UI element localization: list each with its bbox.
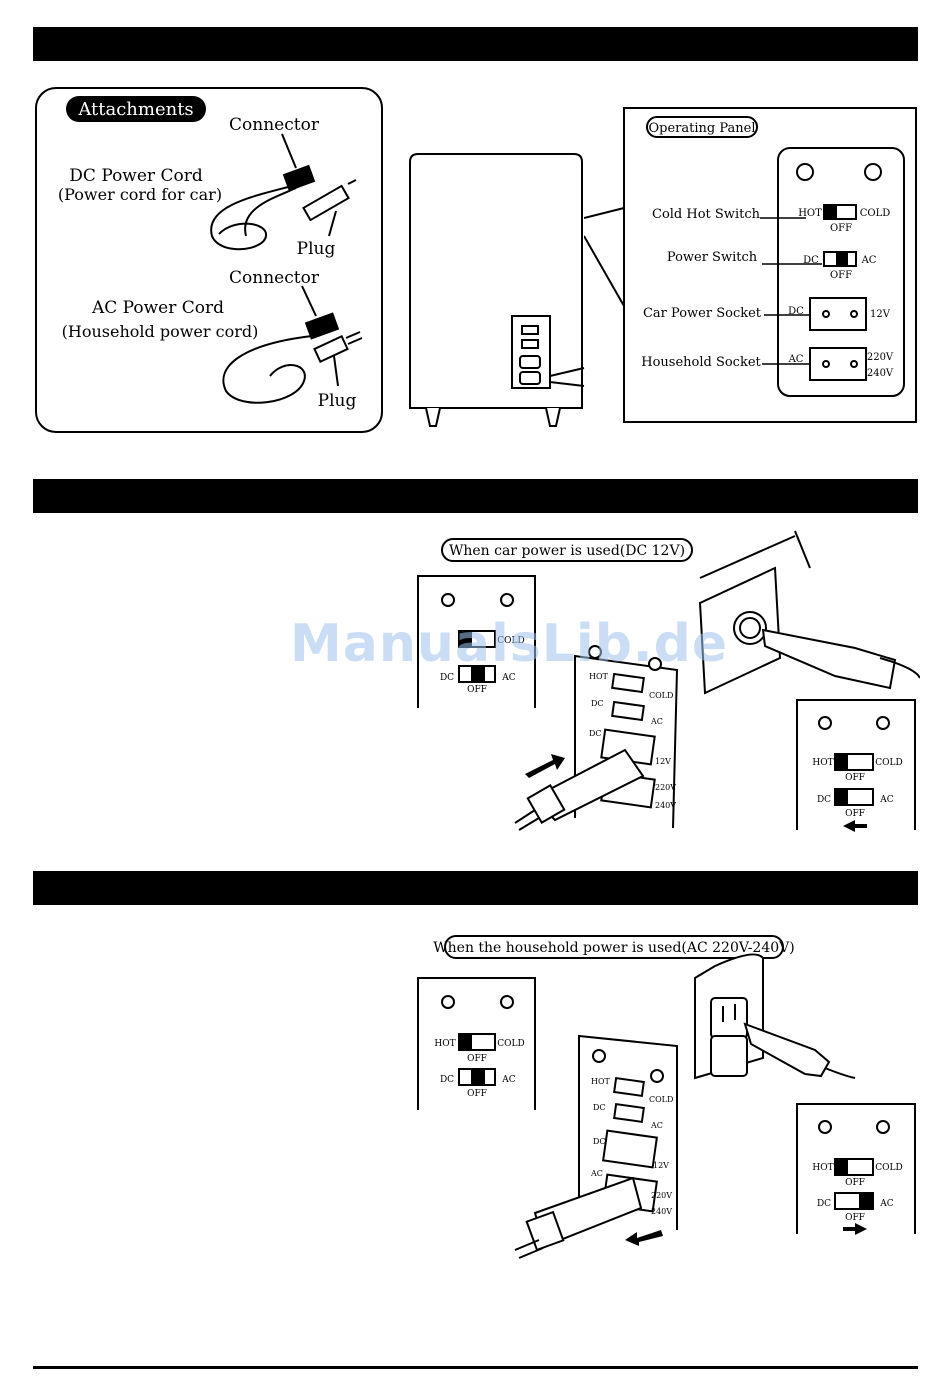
- svg-text:12V: 12V: [870, 309, 891, 320]
- svg-text:HOT: HOT: [591, 1077, 611, 1086]
- operating-panel-figure: Operating Panel Cold Hot Switch Power Sw…: [584, 107, 917, 423]
- car-left-panel: DC AC OFF COLD: [417, 575, 536, 708]
- svg-text:DC: DC: [440, 1075, 454, 1085]
- svg-text:OFF: OFF: [845, 809, 865, 819]
- ac-cord-illustration: [222, 285, 363, 404]
- svg-text:HOT: HOT: [812, 1163, 833, 1173]
- dc-plug-label: Plug: [297, 239, 336, 259]
- svg-text:OFF: OFF: [845, 1213, 865, 1223]
- svg-text:AC: AC: [501, 673, 515, 683]
- svg-text:220V: 220V: [651, 1191, 672, 1200]
- svg-text:12V: 12V: [653, 1161, 669, 1170]
- svg-text:DC: DC: [817, 795, 831, 805]
- household-right-panel: HOT COLD OFF DC AC OFF: [796, 1103, 916, 1235]
- fridge-illustration: [409, 153, 585, 427]
- svg-text:240V: 240V: [655, 801, 676, 810]
- car-middle-panel: HOT COLD DC AC DC 12V 220V 240V: [514, 645, 679, 831]
- car-power-caption: When car power is used(DC 12V): [449, 543, 685, 559]
- dc-connector-label: Connector: [229, 115, 320, 135]
- attachments-title: Attachments: [77, 99, 193, 120]
- ac-cord-name: AC Power Cord: [91, 298, 224, 318]
- car-power-socket-label: Car Power Socket: [643, 306, 762, 321]
- svg-text:AC: AC: [501, 1075, 515, 1085]
- svg-text:COLD: COLD: [875, 758, 902, 768]
- attachments-figure: Attachments Connector DC Power Cord (Pow…: [35, 87, 383, 433]
- car-socket-illustration: [698, 530, 920, 695]
- svg-text:OFF: OFF: [467, 685, 487, 695]
- ac-plug-label: Plug: [318, 391, 357, 411]
- svg-text:DC: DC: [788, 306, 804, 317]
- household-socket-label: Household Socket: [641, 355, 761, 370]
- household-power-figure: When the household power is used(AC 220V…: [417, 935, 916, 1259]
- svg-text:COLD: COLD: [860, 208, 891, 219]
- svg-text:OFF: OFF: [467, 1089, 487, 1099]
- svg-text:HOT: HOT: [589, 672, 609, 681]
- household-middle-panel: HOT COLD DC AC DC 12V AC 220V 240V: [514, 1034, 678, 1259]
- household-left-panel: HOT COLD OFF DC AC OFF: [417, 977, 536, 1110]
- power-switch-label: Power Switch: [667, 250, 758, 265]
- svg-text:240V: 240V: [867, 368, 894, 379]
- ac-cord-sub: (Household power cord): [62, 322, 259, 341]
- section-header-bar-2: [33, 479, 918, 513]
- car-power-figure: When car power is used(DC 12V) DC AC OFF…: [417, 530, 920, 832]
- svg-text:AC: AC: [650, 1121, 663, 1130]
- svg-text:COLD: COLD: [497, 636, 524, 646]
- watermark: ManualsLib.de: [290, 614, 729, 674]
- svg-text:DC: DC: [593, 1103, 606, 1112]
- svg-text:AC: AC: [879, 795, 893, 805]
- svg-text:COLD: COLD: [875, 1163, 902, 1173]
- svg-text:AC: AC: [590, 1169, 603, 1178]
- operating-panel-title: Operating Panel: [649, 121, 756, 136]
- svg-text:COLD: COLD: [497, 1039, 524, 1049]
- car-right-panel: HOT COLD OFF DC AC OFF: [796, 699, 916, 832]
- bottom-rule: [33, 1366, 918, 1369]
- svg-text:HOT: HOT: [812, 758, 833, 768]
- svg-text:OFF: OFF: [467, 1054, 487, 1064]
- svg-text:240V: 240V: [651, 1207, 672, 1216]
- svg-text:OFF: OFF: [830, 223, 852, 234]
- household-power-caption: When the household power is used(AC 220V…: [433, 940, 794, 956]
- svg-text:DC: DC: [803, 255, 819, 266]
- ac-connector-label: Connector: [229, 268, 320, 288]
- section-header-bar-1: [33, 27, 918, 61]
- dc-cord-name: DC Power Cord: [69, 166, 203, 186]
- svg-text:COLD: COLD: [649, 691, 673, 700]
- svg-text:DC: DC: [591, 699, 604, 708]
- svg-text:DC: DC: [593, 1137, 606, 1146]
- svg-text:220V: 220V: [867, 352, 894, 363]
- svg-text:AC: AC: [861, 255, 877, 266]
- svg-text:AC: AC: [788, 354, 804, 365]
- svg-text:AC: AC: [650, 717, 663, 726]
- svg-text:DC: DC: [817, 1199, 831, 1209]
- svg-text:DC: DC: [589, 729, 602, 738]
- svg-text:OFF: OFF: [845, 773, 865, 783]
- svg-text:OFF: OFF: [830, 270, 852, 281]
- dc-cord-illustration: [210, 133, 357, 251]
- svg-text:AC: AC: [879, 1199, 893, 1209]
- section-header-bar-3: [33, 871, 918, 905]
- svg-text:12V: 12V: [655, 757, 671, 766]
- svg-text:OFF: OFF: [845, 1178, 865, 1188]
- wall-outlet-illustration: [694, 953, 856, 1080]
- svg-text:HOT: HOT: [434, 1039, 455, 1049]
- svg-text:COLD: COLD: [649, 1095, 673, 1104]
- svg-text:DC: DC: [440, 673, 454, 683]
- svg-text:HOT: HOT: [798, 208, 822, 219]
- svg-text:220V: 220V: [655, 783, 676, 792]
- cold-hot-switch-label: Cold Hot Switch: [652, 207, 761, 222]
- dc-cord-sub: (Power cord for car): [58, 185, 222, 204]
